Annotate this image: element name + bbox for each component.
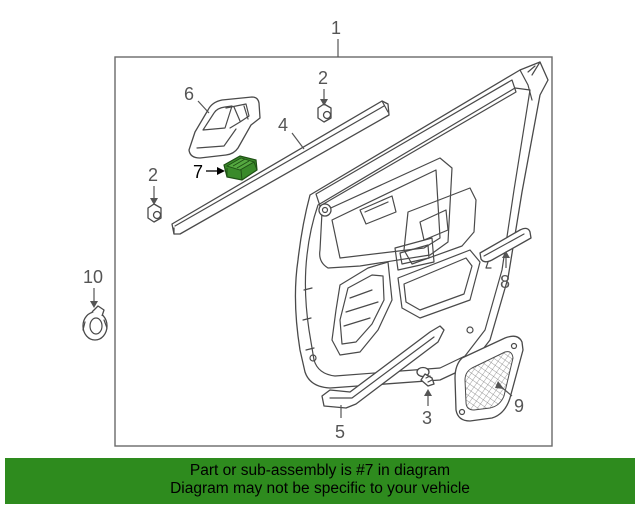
callout-4: 4 [278, 115, 288, 135]
part-6-switch-bezel [188, 96, 261, 159]
part-2-clip-left [147, 203, 162, 223]
part-4-weatherstrip [171, 100, 390, 235]
banner-line-1: Part or sub-assembly is #7 in diagram [189, 462, 451, 479]
callout-2-upper: 2 [318, 68, 328, 88]
callout-8: 8 [500, 272, 510, 292]
callout-1: 1 [331, 18, 341, 38]
callout-9: 9 [514, 396, 524, 416]
part-2-clip-upper [317, 103, 332, 123]
callout-5: 5 [335, 422, 345, 442]
part-5-lower-strip [321, 325, 445, 409]
callout-3: 3 [422, 408, 432, 428]
callout-10: 10 [83, 267, 103, 287]
part-info-banner: Part or sub-assembly is #7 in diagram Di… [5, 458, 635, 504]
part-8-handle-cover [479, 227, 532, 269]
part-3-screw [416, 366, 435, 387]
callout-2-left: 2 [148, 165, 158, 185]
callout-6: 6 [184, 84, 194, 104]
part-7-window-switch [223, 155, 258, 181]
part-1-door-trim-panel [294, 61, 549, 389]
part-9-speaker-grille [454, 335, 524, 422]
callout-7: 7 [193, 162, 203, 182]
part-10-tweeter [82, 305, 108, 341]
diagram-frame [114, 56, 553, 447]
leader-4 [291, 132, 305, 150]
banner-line-2: Diagram may not be specific to your vehi… [170, 480, 470, 497]
leader-6 [197, 100, 210, 114]
